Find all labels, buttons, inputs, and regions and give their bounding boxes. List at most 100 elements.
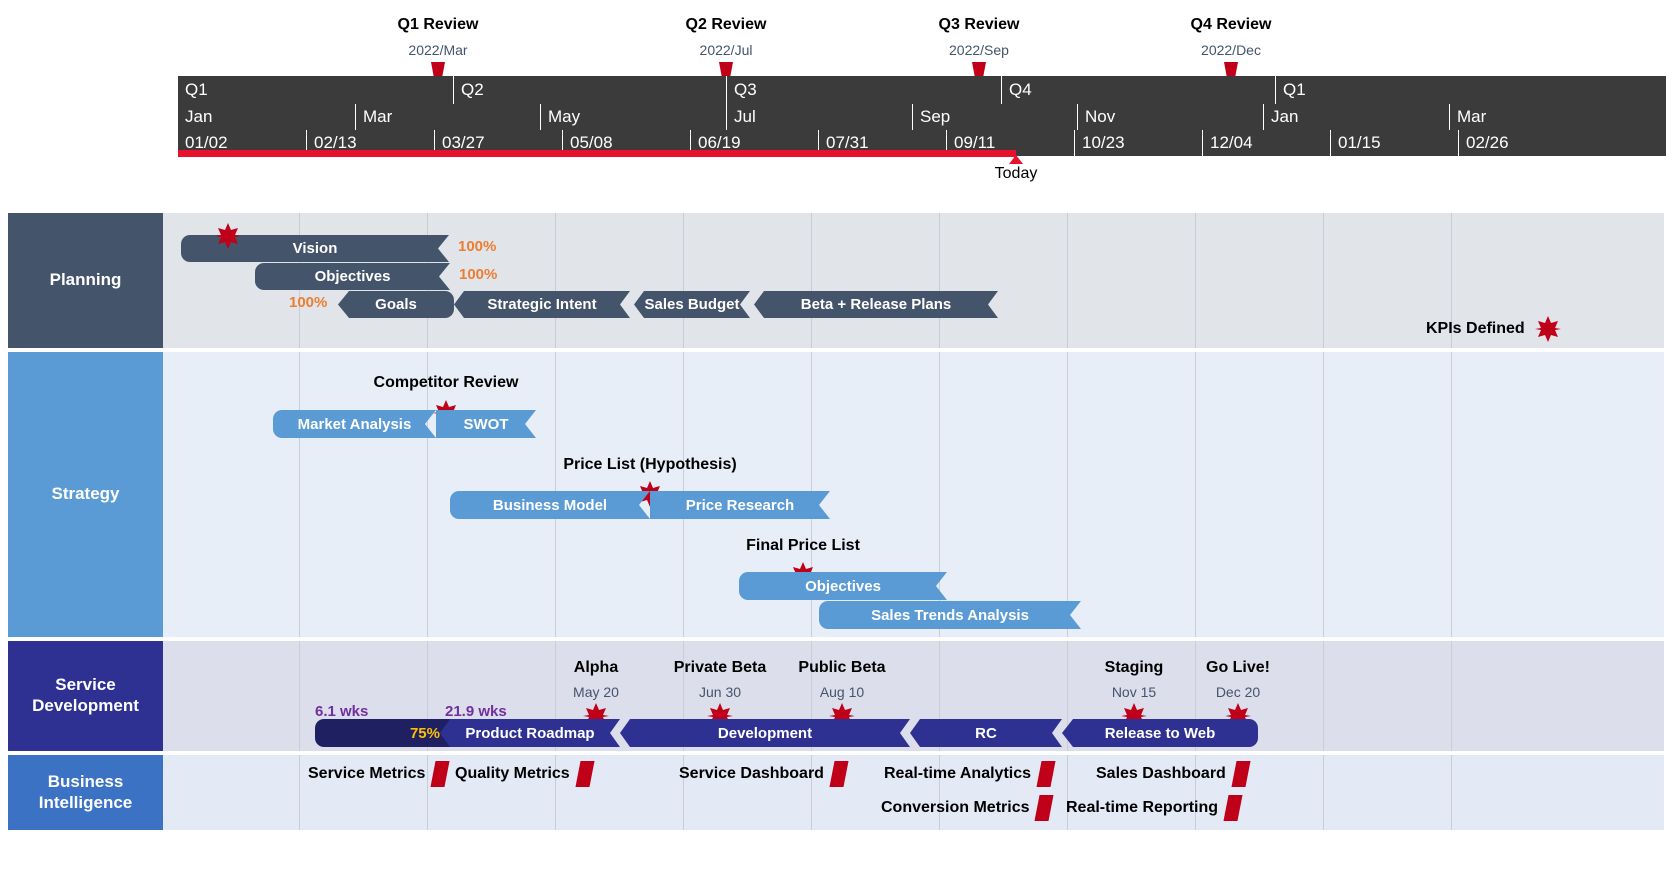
lane-label-service-development[interactable]: Service Development [8,641,163,751]
bi-milestone-quality-metrics[interactable]: Quality Metrics [455,761,595,787]
bi-label-service-dashboard: Service Dashboard [679,765,824,782]
month-cell-sep[interactable]: Sep [912,104,1085,130]
task-bar-product-roadmap[interactable]: Product Roadmap [440,719,620,747]
swimlane-strategy: Strategy Competitor Review Market Analys… [8,352,1664,637]
lane-label-business-intelligence[interactable]: Business Intelligence [8,755,163,830]
quarter-cell-1[interactable]: Q1 [185,80,208,99]
review-title-q3: Q3 Review [938,16,1020,33]
task-bar-goals[interactable]: Goals [338,291,454,318]
quarter-cell-4[interactable]: Q4 [1001,76,1283,104]
bi-milestone-conversion-metrics[interactable]: Conversion Metrics [881,795,1055,821]
task-bar-business-model[interactable]: Business Model [450,491,650,519]
milestone-label-alpha: Alpha [573,659,619,676]
review-title-q4: Q4 Review [1190,16,1272,33]
review-date-q2: 2022/Jul [699,42,753,58]
task-bar-release-to-web[interactable]: Release to Web [1062,719,1258,747]
milestone-label-staging: Staging [1104,659,1164,676]
bi-label-conversion-metrics: Conversion Metrics [881,799,1030,816]
lane-label-planning[interactable]: Planning [8,213,163,348]
task-bar-beta-release-plans[interactable]: Beta + Release Plans [754,291,998,318]
bi-milestone-service-dashboard[interactable]: Service Dashboard [679,761,849,787]
task-bar-swot[interactable]: SWOT [436,410,536,438]
month-cell-jan-1[interactable]: Jan [185,107,213,126]
bi-label-realtime-analytics: Real-time Analytics [884,765,1032,782]
milestone-icon-planning-start[interactable] [215,223,241,249]
milestone-label-go-live: Go Live! [1205,659,1271,676]
task-bar-rc[interactable]: RC [910,719,1062,747]
month-cell-jul[interactable]: Jul [726,104,920,130]
task-bar-market-analysis[interactable]: Market Analysis [273,410,436,438]
task-bar-sales-trends-analysis[interactable]: Sales Trends Analysis [819,601,1081,629]
milestone-label-competitor-review: Competitor Review [373,374,519,391]
bi-label-service-metrics: Service Metrics [308,765,426,782]
bi-label-quality-metrics: Quality Metrics [455,765,570,782]
date-cell-1204[interactable]: 12/04 [1202,130,1338,156]
review-date-q4: 2022/Dec [1201,42,1261,58]
lane-label-strategy[interactable]: Strategy [8,352,163,637]
date-cell-0731[interactable]: 07/31 [818,130,954,156]
task-bar-sales-budget[interactable]: Sales Budget [634,291,750,318]
duration-label-6-1-wks: 6.1 wks [315,703,369,720]
date-cell-0619[interactable]: 06/19 [690,130,826,156]
milestone-label-price-list-hypothesis: Price List (Hypothesis) [563,456,737,473]
review-flag-icon-q4 [1220,62,1242,84]
month-cell-mar-1[interactable]: Mar [355,104,548,130]
milestone-flag-icon-realtime-analytics [1036,761,1056,787]
date-cell-0508[interactable]: 05/08 [562,130,698,156]
bi-milestone-realtime-reporting[interactable]: Real-time Reporting [1066,795,1243,821]
milestone-icon-kpis-defined[interactable] [1535,316,1561,342]
quarter-cell-3[interactable]: Q3 [726,76,1009,104]
milestone-label-private-beta: Private Beta [673,659,767,676]
date-cell-0327[interactable]: 03/27 [434,130,570,156]
task-bar-price-research[interactable]: Price Research [650,491,830,519]
swimlane-service-development: Service Development Alpha May 20 Private… [8,641,1664,751]
date-cell-0115[interactable]: 01/15 [1330,130,1466,156]
date-cell-1023[interactable]: 10/23 [1074,130,1210,156]
milestone-flag-icon-sales-dashboard [1231,761,1251,787]
bi-milestone-realtime-analytics[interactable]: Real-time Analytics [884,761,1056,787]
date-cell-0102[interactable]: 01/02 [185,133,228,152]
date-cell-0226[interactable]: 02/26 [1458,130,1672,156]
milestone-date-private-beta: Jun 30 [698,684,742,700]
milestone-date-public-beta: Aug 10 [819,684,865,700]
today-label: Today [994,165,1038,182]
bi-label-realtime-reporting: Real-time Reporting [1066,799,1219,816]
lane-body-service-development: Alpha May 20 Private Beta Jun 30 Public … [163,641,1664,751]
lane-body-business-intelligence: Service Metrics Quality Metrics Service … [163,755,1664,830]
lane-body-planning: Vision 100% Objectives 100% 100% Goals S… [163,213,1664,348]
quarter-cell-5[interactable]: Q1 [1275,76,1672,104]
milestone-label-kpis-defined: KPIs Defined [1426,320,1525,337]
milestone-flag-icon-quality-metrics [575,761,595,787]
elapsed-progress-line [178,150,1016,157]
month-cell-nov[interactable]: Nov [1077,104,1271,130]
date-cell-0213[interactable]: 02/13 [306,130,442,156]
milestone-date-go-live: Dec 20 [1215,684,1261,700]
month-cell-jan-2[interactable]: Jan [1263,104,1457,130]
task-bar-strategic-intent[interactable]: Strategic Intent [454,291,630,318]
milestone-flag-icon-service-metrics [430,761,450,787]
milestone-date-alpha: May 20 [573,684,619,700]
month-cell-mar-2[interactable]: Mar [1449,104,1672,130]
milestone-date-staging: Nov 15 [1111,684,1157,700]
task-bar-objectives-strategy[interactable]: Objectives [739,572,947,600]
lane-body-strategy: Competitor Review Market Analysis SWOT P… [163,352,1664,637]
month-cell-may[interactable]: May [540,104,734,130]
task-bar-development[interactable]: Development [620,719,910,747]
bi-milestone-sales-dashboard[interactable]: Sales Dashboard [1096,761,1251,787]
task-bar-objectives-planning[interactable]: Objectives [255,263,450,290]
review-date-q1: 2022/Mar [408,42,468,58]
milestone-flag-icon-conversion-metrics [1034,795,1055,821]
task-pct-75: 75% [409,724,440,742]
lane-label-service-development-text: Service Development [32,675,139,715]
milestone-label-final-price-list: Final Price List [746,537,860,554]
task-bar-initiation-75pct[interactable]: 75% [315,719,462,747]
timeline-quarter-band: Q1 Q2 Q3 Q4 Q1 [178,76,1666,104]
date-cell-0911[interactable]: 09/11 [946,130,1082,156]
bi-milestone-service-metrics[interactable]: Service Metrics [308,761,450,787]
quarter-cell-2[interactable]: Q2 [453,76,734,104]
swimlane-business-intelligence: Business Intelligence Service Metrics Qu… [8,755,1664,830]
review-title-q1: Q1 Review [397,16,479,33]
review-flag-icon-q1 [427,62,449,84]
review-flag-icon-q2 [715,62,737,84]
